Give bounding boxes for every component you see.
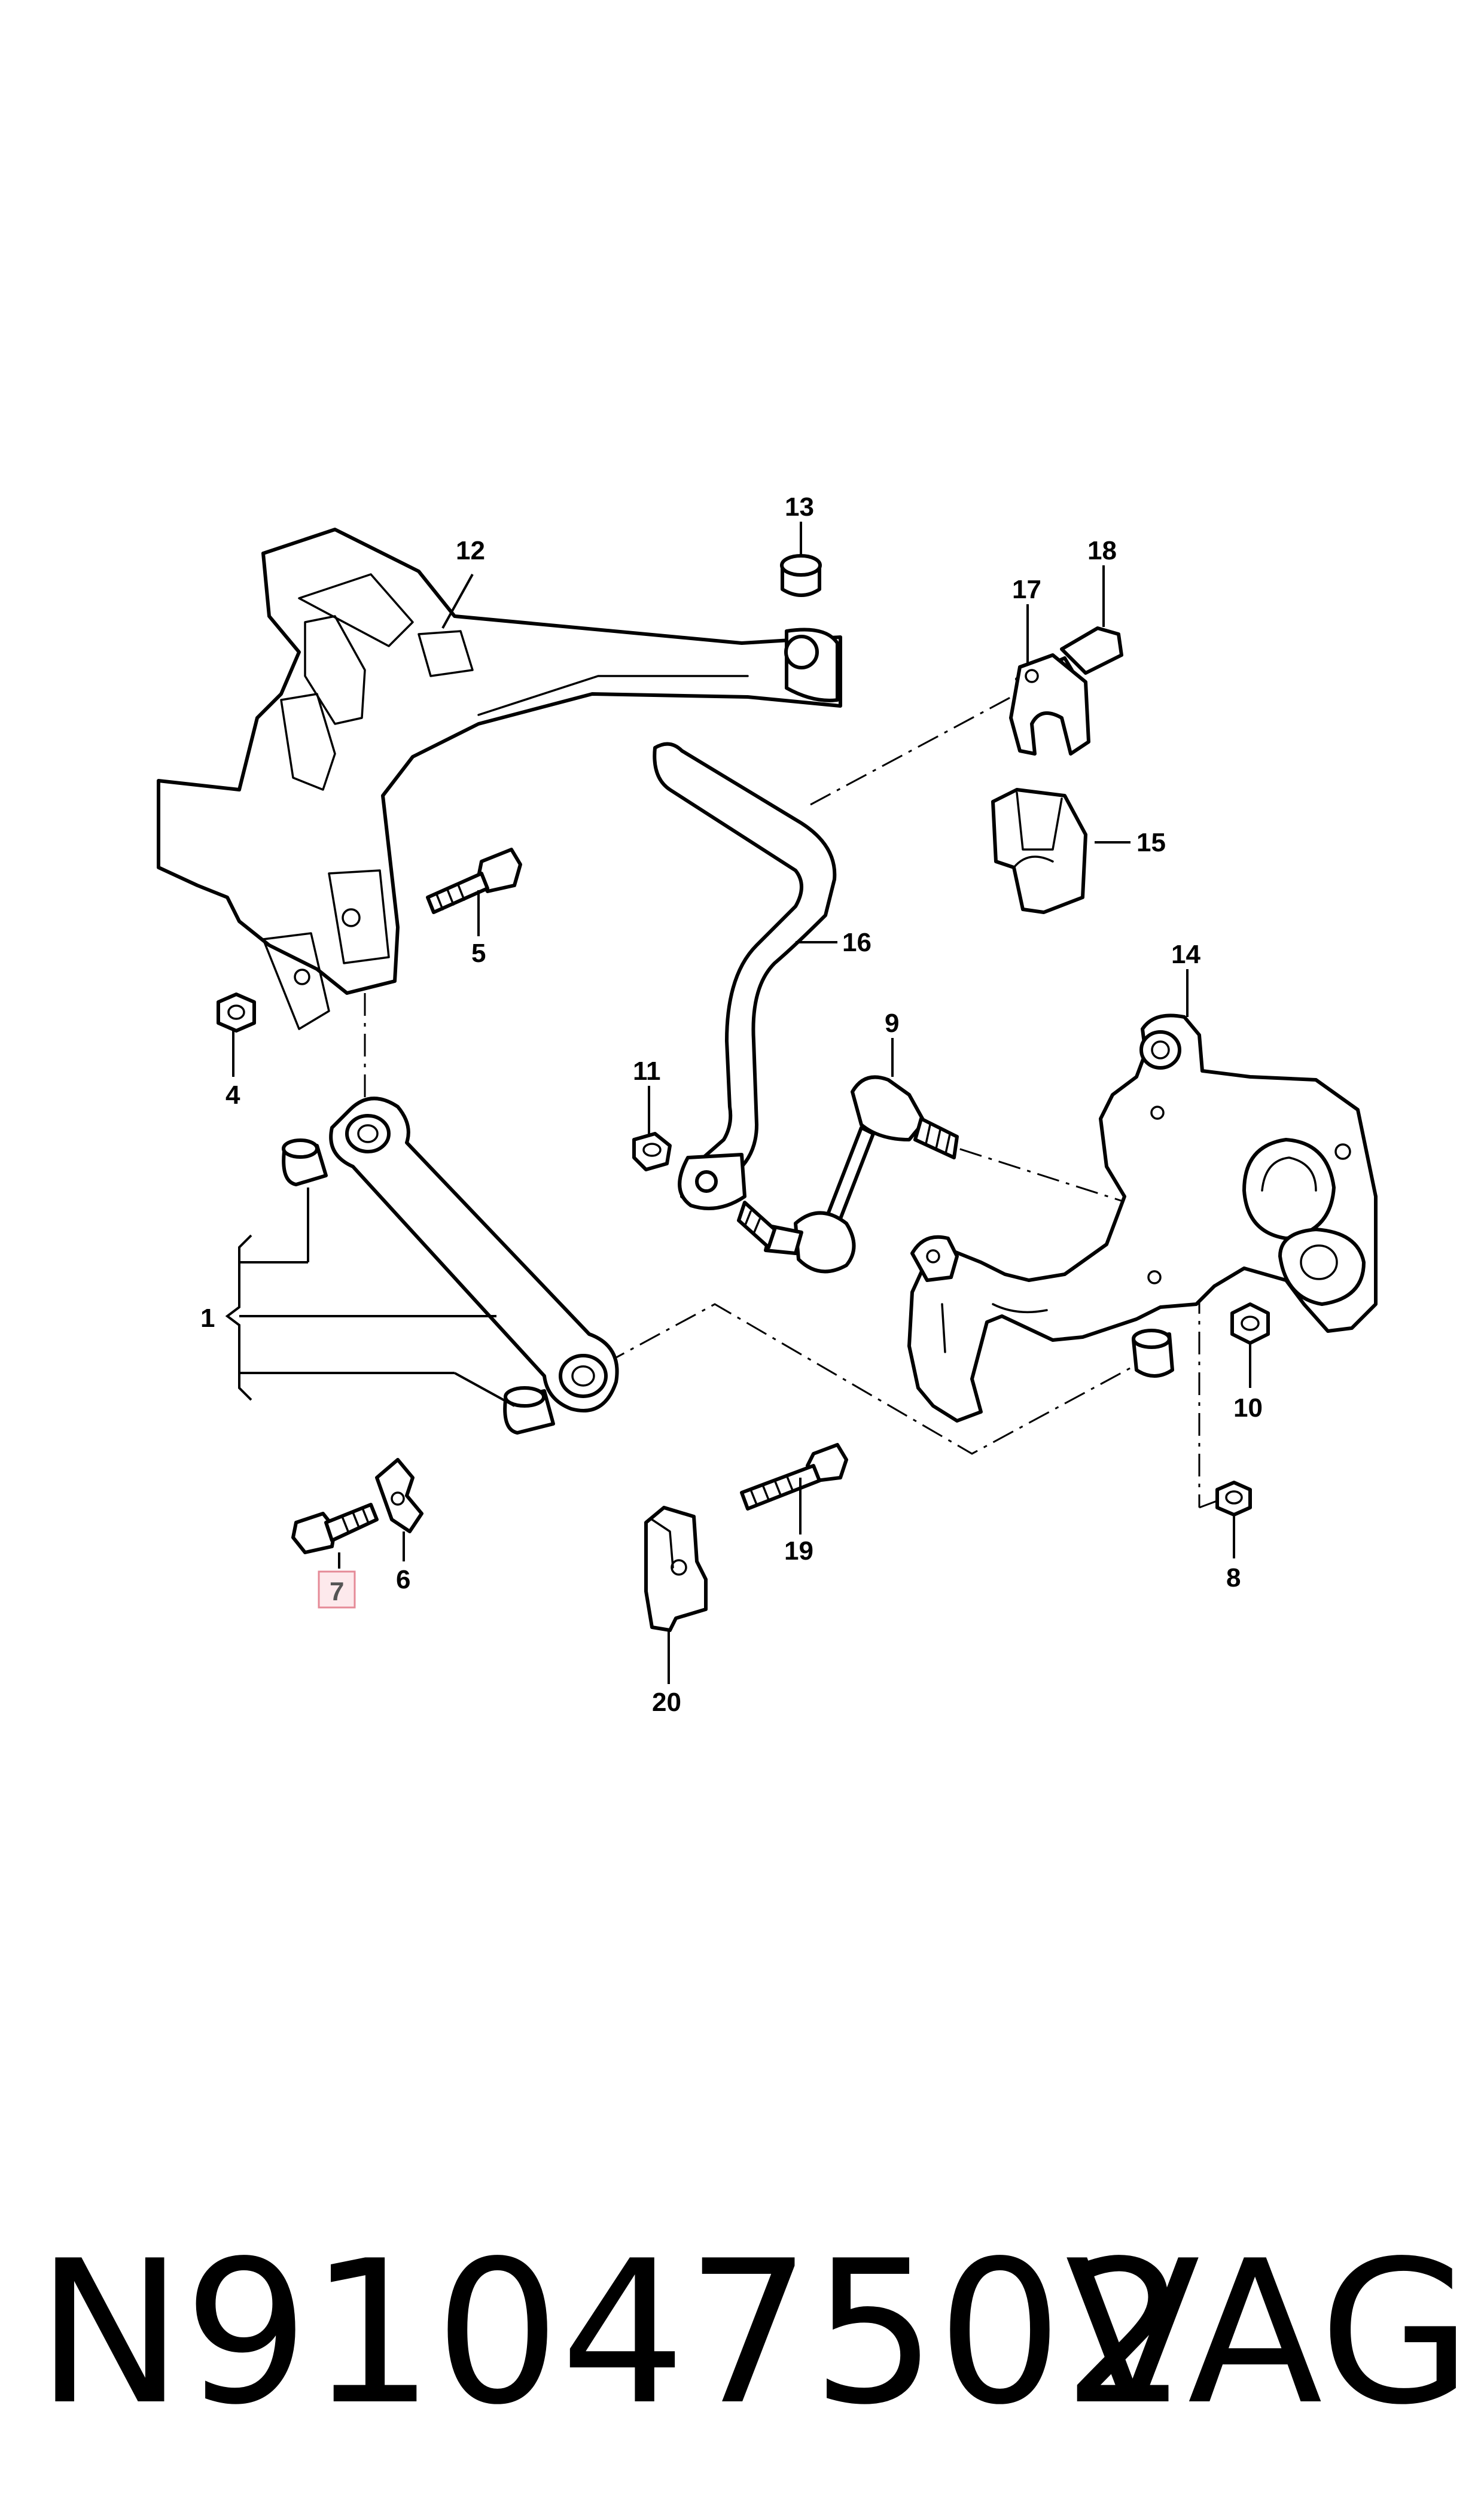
callout-14: 14 <box>1171 940 1200 969</box>
callout-7: 7 <box>330 1577 344 1606</box>
callout-6: 6 <box>396 1565 410 1594</box>
bolt-part-19 <box>740 1443 848 1511</box>
bolt-part-5 <box>426 848 522 914</box>
cap-part-13 <box>780 554 822 597</box>
callout-leader-lines <box>232 522 1251 1684</box>
callout-13: 13 <box>785 492 814 522</box>
assembly-guide-lines <box>364 693 1224 1509</box>
wheel-bearing-housing-part-14 <box>907 1013 1378 1423</box>
callout-1-bracket <box>225 1188 515 1407</box>
callout-17: 17 <box>1012 575 1041 604</box>
rubber-mount-part-15 <box>991 788 1087 914</box>
nut-part-4 <box>217 992 256 1033</box>
bolt-part-7 <box>291 1503 379 1554</box>
stabilizer-bar-part-16 <box>653 742 837 1210</box>
washer-plate-part-6 <box>375 1458 423 1533</box>
callout-8: 8 <box>1226 1563 1241 1593</box>
callout-10: 10 <box>1233 1393 1263 1423</box>
clamp-bracket-part-17 <box>1009 653 1090 756</box>
callout-numbers: 12 13 18 17 15 16 14 9 11 5 4 1 10 8 6 1… <box>200 492 1263 1717</box>
callout-12: 12 <box>456 536 485 565</box>
callout-15: 15 <box>1136 828 1166 857</box>
nut-part-8 <box>1215 1481 1252 1517</box>
subframe-part-12 <box>157 528 842 1030</box>
highlighted-callout-7: 7 <box>318 1570 356 1609</box>
callout-16: 16 <box>842 928 871 957</box>
highlight-box <box>318 1570 356 1609</box>
nut-part-10 <box>1230 1302 1270 1345</box>
callout-11: 11 <box>633 1056 661 1086</box>
part-number-text: N91047502 <box>36 2218 1189 2448</box>
brand-text: VAG <box>1065 2218 1472 2448</box>
callout-9: 9 <box>885 1009 899 1038</box>
callout-5: 5 <box>471 939 486 968</box>
callout-4: 4 <box>226 1080 240 1110</box>
coupling-rod-part-9 <box>737 1075 959 1274</box>
callout-20: 20 <box>652 1688 681 1717</box>
protective-cover-part-20 <box>644 1506 708 1632</box>
callout-19: 19 <box>784 1536 813 1566</box>
callout-1: 1 <box>200 1304 215 1333</box>
transverse-link-part-1 <box>282 1097 619 1435</box>
nut-part-11 <box>632 1132 672 1171</box>
callout-18: 18 <box>1087 536 1117 565</box>
